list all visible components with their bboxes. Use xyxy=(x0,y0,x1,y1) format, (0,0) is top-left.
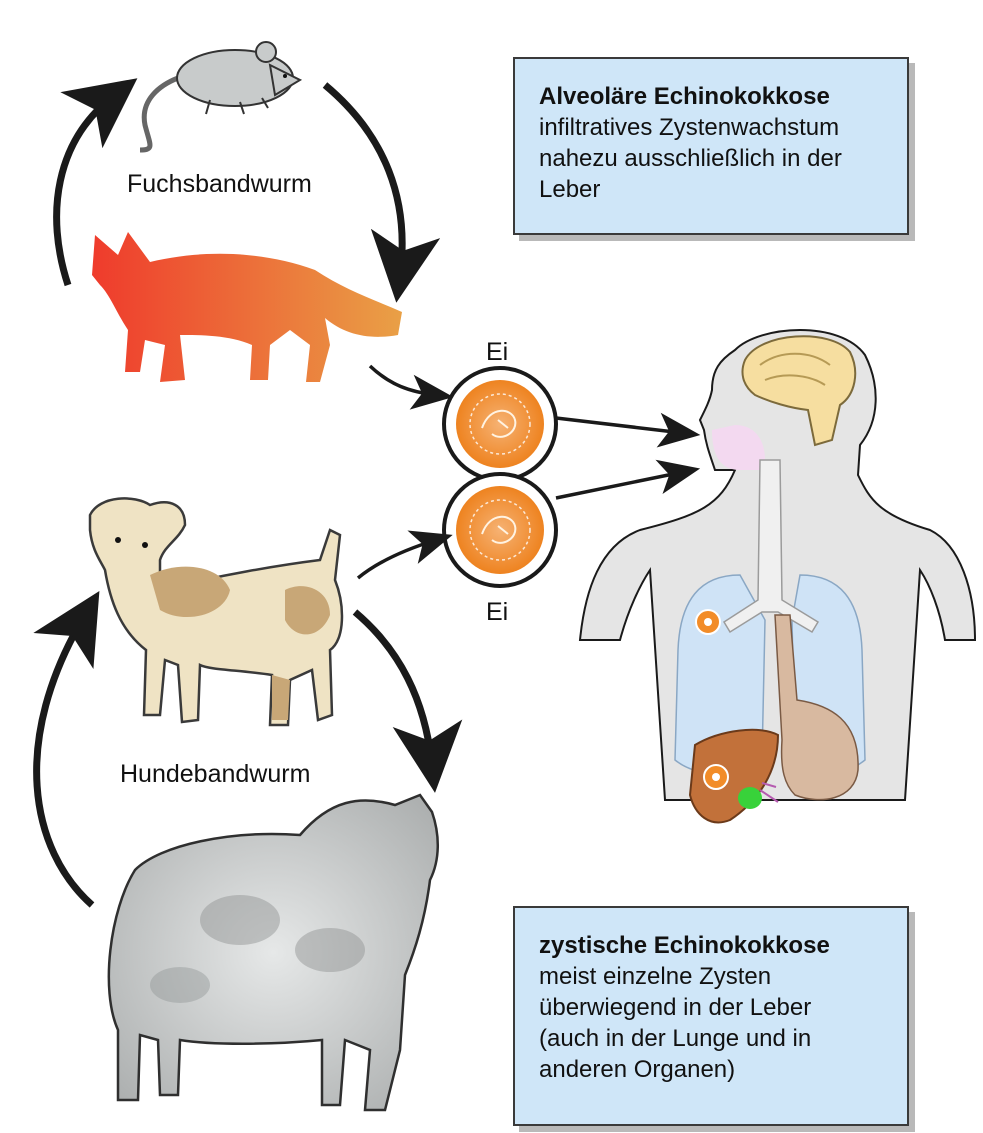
sheep-illustration xyxy=(107,793,440,1112)
cystic-echinococcosis-box: zystische Echinokokkose meist einzelne Z… xyxy=(513,906,909,1126)
alveolar-line: Leber xyxy=(539,176,601,203)
fox-to-egg-arrow xyxy=(368,364,454,410)
cystic-line: (auch in der Lunge und in xyxy=(539,1025,812,1052)
egg-top xyxy=(442,366,558,482)
dog-to-egg-arrow xyxy=(356,530,453,580)
cystic-line: meist einzelne Zysten xyxy=(539,963,772,990)
fox-cycle-arrow-right xyxy=(322,82,441,303)
fox-cycle-arrow-left xyxy=(53,78,138,287)
dog-tapeworm-label: Hundebandwurm xyxy=(120,760,311,788)
alveolar-title: Alveoläre Echinokokkose xyxy=(539,83,830,110)
alveolar-line: infiltratives Zystenwachstum xyxy=(539,114,840,141)
dog-cycle-arrow-right xyxy=(352,609,463,793)
mouse-illustration xyxy=(139,41,303,153)
cystic-line: anderen Organen) xyxy=(539,1056,736,1083)
egg-to-human-arrow-bottom xyxy=(555,459,701,500)
cystic-title: zystische Echinokokkose xyxy=(539,932,830,959)
alveolar-echinococcosis-box: Alveoläre Echinokokkose infiltratives Zy… xyxy=(513,57,909,235)
human-anatomy-illustration xyxy=(578,329,977,824)
dog-illustration xyxy=(88,497,344,727)
fox-illustration xyxy=(92,232,402,382)
dog-cycle-arrow-left xyxy=(33,590,100,908)
fox-tapeworm-label: Fuchsbandwurm xyxy=(127,170,312,198)
egg-bottom xyxy=(442,472,558,588)
egg-bottom-label: Ei xyxy=(486,598,509,626)
egg-top-label: Ei xyxy=(486,338,509,366)
alveolar-line: nahezu ausschließlich in der xyxy=(539,145,842,172)
cystic-line: überwiegend in der Leber xyxy=(539,994,812,1021)
egg-to-human-arrow-top xyxy=(555,412,701,448)
